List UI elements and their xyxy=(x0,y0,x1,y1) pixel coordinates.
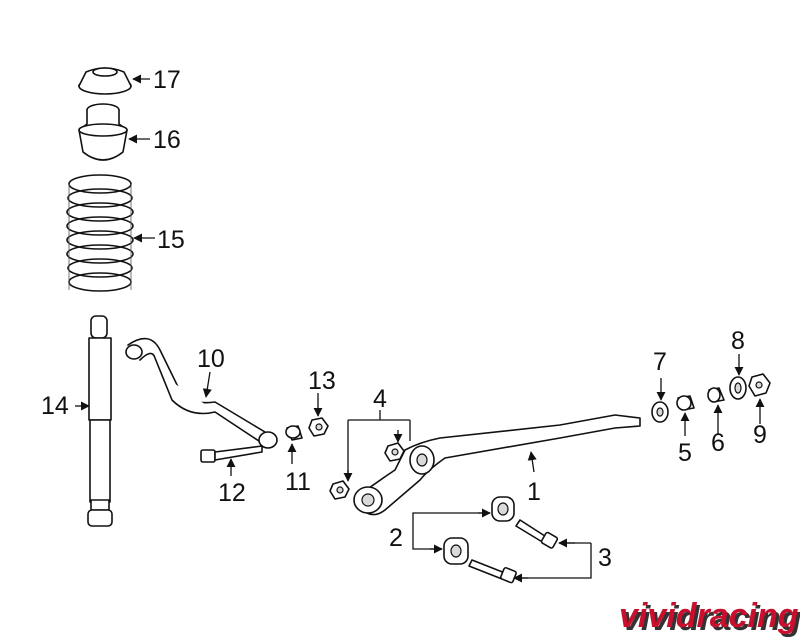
nut-9-part xyxy=(748,373,771,397)
spring-seat-part xyxy=(78,67,132,95)
callout-15: 15 xyxy=(157,226,185,254)
callout-6: 6 xyxy=(711,429,725,457)
callout-12: 12 xyxy=(218,479,246,507)
callout-11: 11 xyxy=(285,468,311,496)
callout-8: 8 xyxy=(731,327,745,355)
washer-7-part xyxy=(651,401,669,423)
leader-lines xyxy=(75,74,765,583)
bolt-3b-part xyxy=(468,559,517,584)
coil-spring-part xyxy=(66,174,134,292)
callout-9: 9 xyxy=(753,421,767,449)
callout-14: 14 xyxy=(41,392,69,420)
bushing-11-part xyxy=(285,425,303,441)
watermark-logo: vividracing vividracing xyxy=(619,597,800,638)
callout-10: 10 xyxy=(197,345,225,373)
watermark-text: vividracing xyxy=(619,597,799,635)
washer-8-part xyxy=(729,376,747,400)
nut-13-part xyxy=(308,417,329,437)
callout-16: 16 xyxy=(153,126,181,154)
shock-absorber-part xyxy=(87,315,113,527)
bump-stop-part xyxy=(78,103,128,161)
stabilizer-bar-part xyxy=(125,337,278,449)
callout-2: 2 xyxy=(389,524,403,552)
callout-13: 13 xyxy=(308,367,336,395)
callout-1: 1 xyxy=(527,478,541,506)
bolt-3a-part xyxy=(515,519,559,549)
callout-4: 4 xyxy=(373,385,387,413)
nut-4b-part xyxy=(329,480,350,500)
watermark-shadow: vividracing xyxy=(622,600,800,638)
callout-7: 7 xyxy=(653,348,667,376)
callout-3: 3 xyxy=(598,544,612,572)
bushing-5-part xyxy=(676,395,695,411)
callout-17: 17 xyxy=(153,66,181,94)
callout-5: 5 xyxy=(678,439,692,467)
bushing-6-part xyxy=(707,387,725,403)
bolt-12-part xyxy=(200,445,263,463)
radius-arm-part xyxy=(353,414,641,516)
bushing-2a-part xyxy=(491,496,515,522)
bushing-2b-part xyxy=(443,537,469,565)
